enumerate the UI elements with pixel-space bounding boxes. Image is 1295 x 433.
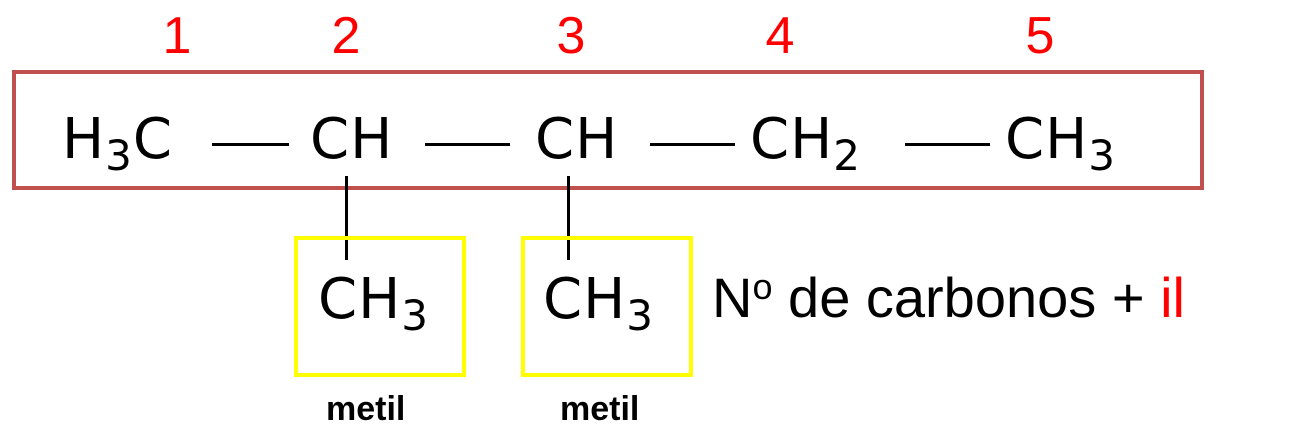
main-chain-box	[12, 70, 1204, 190]
substituent-box-1	[294, 236, 466, 377]
bond-1-2	[212, 143, 289, 146]
bond-3-substituent	[567, 176, 570, 260]
carbon-group-3: CH	[535, 107, 619, 172]
carbon-number-3: 3	[556, 7, 586, 65]
carbon-group-1: H3C	[62, 107, 173, 180]
carbon-number-1: 1	[162, 7, 192, 65]
carbon-group-4: CH2	[750, 107, 861, 180]
carbon-number-2: 2	[331, 7, 361, 65]
substituent-label-2: metil	[560, 390, 640, 428]
bond-2-3	[425, 143, 510, 146]
carbon-number-4: 4	[765, 7, 795, 65]
bond-3-4	[650, 143, 735, 146]
bond-4-5	[905, 143, 990, 146]
bond-2-substituent	[345, 176, 348, 260]
substituent-box-2	[521, 236, 693, 377]
carbon-number-5: 5	[1025, 7, 1055, 65]
substituent-group-2: CH3	[543, 267, 654, 340]
carbon-group-5: CH3	[1005, 107, 1116, 180]
carbon-group-2: CH	[310, 107, 394, 172]
substituent-group-1: CH3	[318, 267, 429, 340]
substituent-label-1: metil	[326, 390, 406, 428]
naming-rule: No de carbonos + il	[712, 266, 1185, 329]
